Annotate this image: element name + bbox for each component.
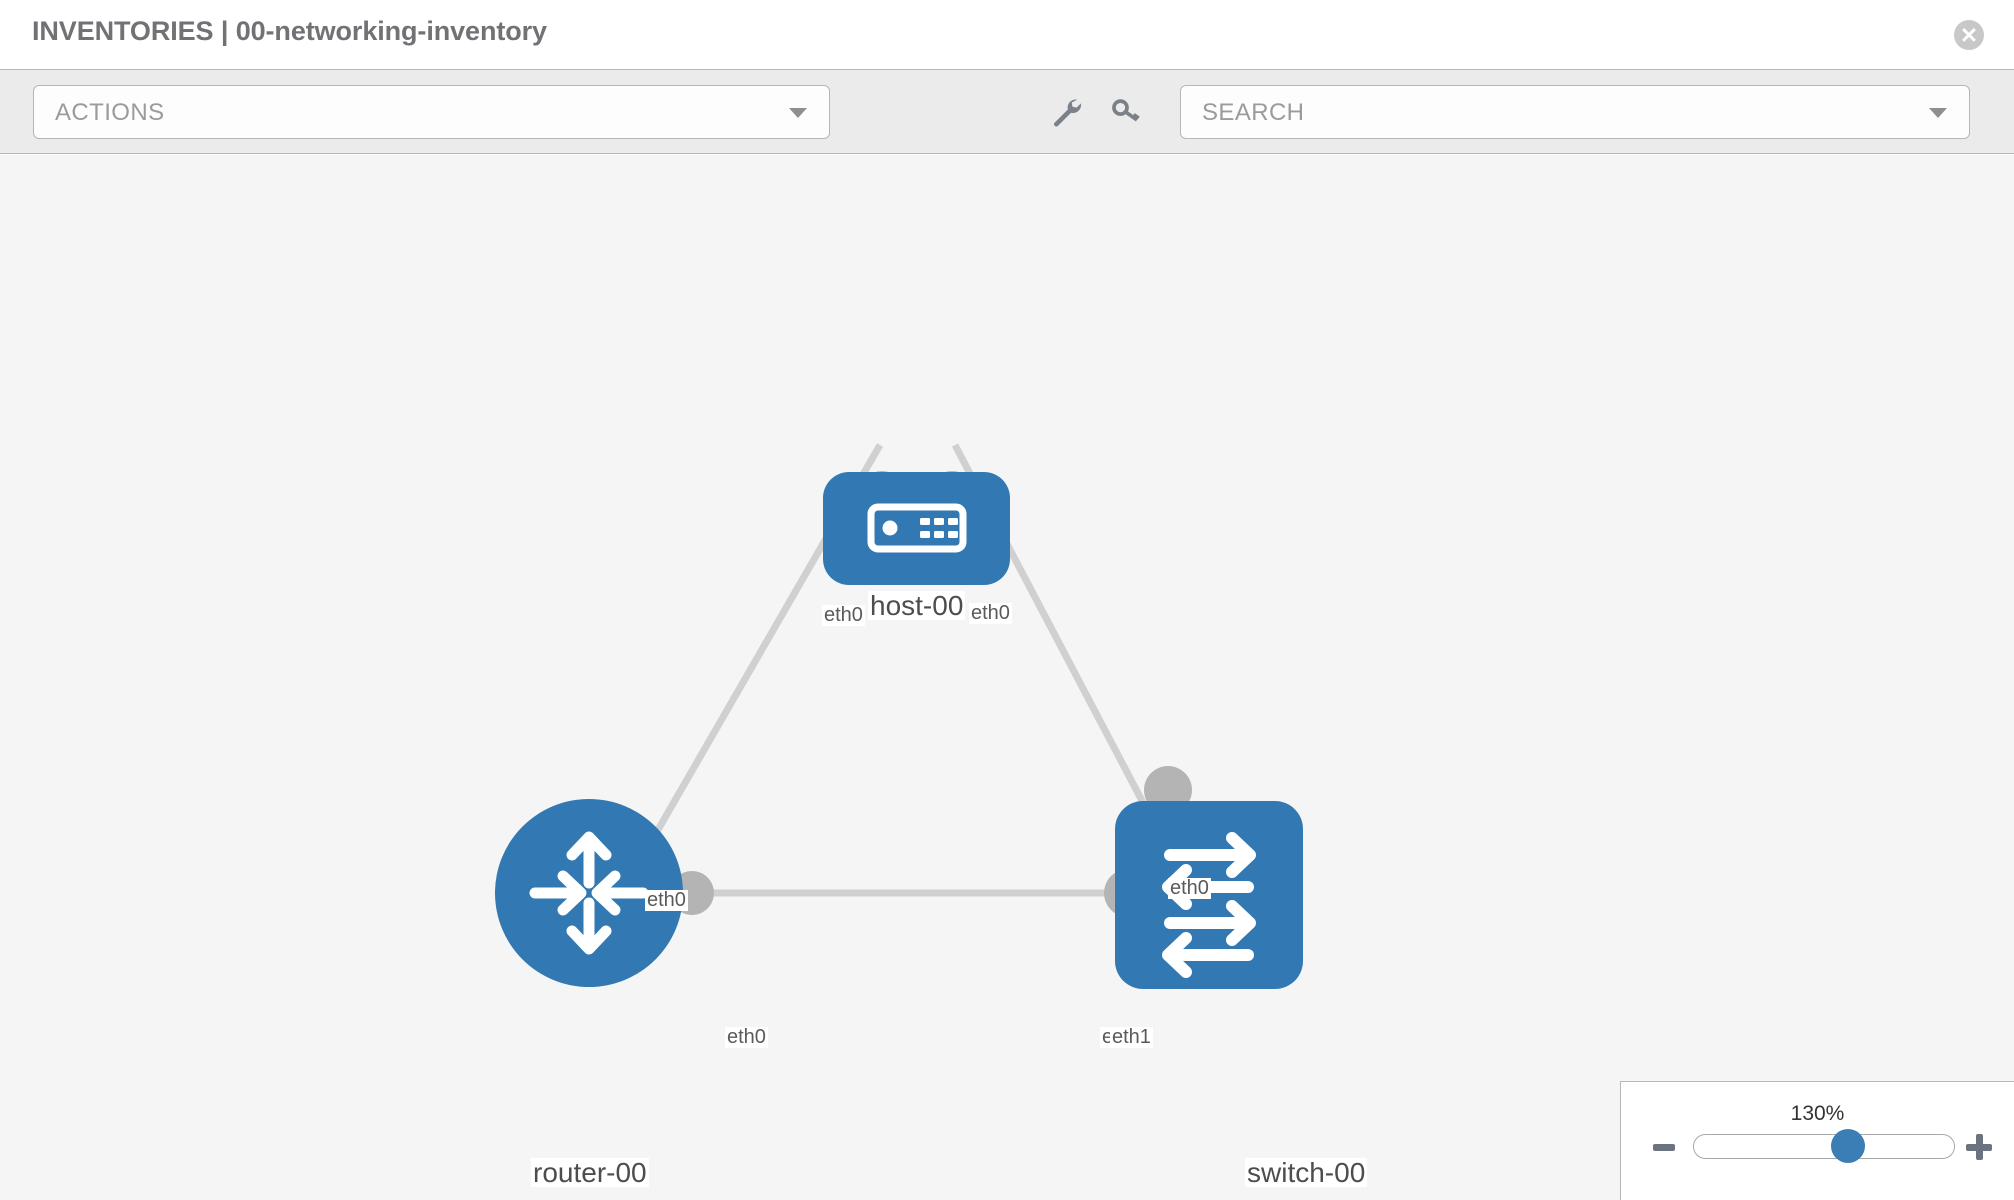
actions-dropdown[interactable]: ACTIONS: [33, 85, 830, 139]
server-device-icon: [867, 503, 967, 553]
chevron-down-icon: [789, 108, 807, 118]
actions-dropdown-label: ACTIONS: [55, 99, 165, 126]
zoom-out-button[interactable]: [1653, 1144, 1675, 1151]
iface-label: eth0: [1168, 877, 1211, 899]
iface-label: eth0: [822, 604, 865, 626]
toolbar: ACTIONS SEARCH: [0, 69, 2014, 154]
topology-graph: [495, 443, 1303, 989]
zoom-slider[interactable]: [1693, 1129, 1955, 1163]
zoom-slider-thumb[interactable]: [1830, 1129, 1865, 1163]
key-icon[interactable]: [1110, 96, 1144, 130]
node-label-switch-00: switch-00: [1245, 1157, 1368, 1188]
iface-label: eth0: [645, 889, 688, 911]
router-arrows-icon: [529, 831, 649, 955]
search-placeholder-label: SEARCH: [1202, 99, 1305, 126]
iface-label: eth0: [725, 1026, 768, 1048]
search-input[interactable]: SEARCH: [1180, 85, 1970, 139]
chevron-down-icon: [1929, 108, 1947, 118]
node-label-host-00: host-00: [868, 590, 966, 621]
page-header: INVENTORIES | 00-networking-inventory: [0, 0, 2014, 69]
node-router-00[interactable]: [495, 799, 683, 987]
zoom-in-button[interactable]: [1966, 1134, 1992, 1160]
topology-canvas[interactable]: eth0 host-00 eth0 eth0 eth0 eth0 eth0 et…: [0, 155, 2014, 1200]
page-title: INVENTORIES | 00-networking-inventory: [32, 16, 547, 46]
switch-arrows-icon: [1162, 832, 1256, 978]
wrench-icon[interactable]: [1050, 96, 1084, 130]
node-host-00[interactable]: [823, 472, 1010, 585]
zoom-level-label: 130%: [1790, 1102, 1845, 1125]
zoom-control-panel: 130%: [1620, 1081, 2014, 1200]
iface-label: eth0: [969, 602, 1012, 624]
iface-label: eth1: [1110, 1026, 1153, 1048]
close-icon[interactable]: [1954, 20, 1984, 50]
node-label-router-00: router-00: [531, 1157, 649, 1188]
